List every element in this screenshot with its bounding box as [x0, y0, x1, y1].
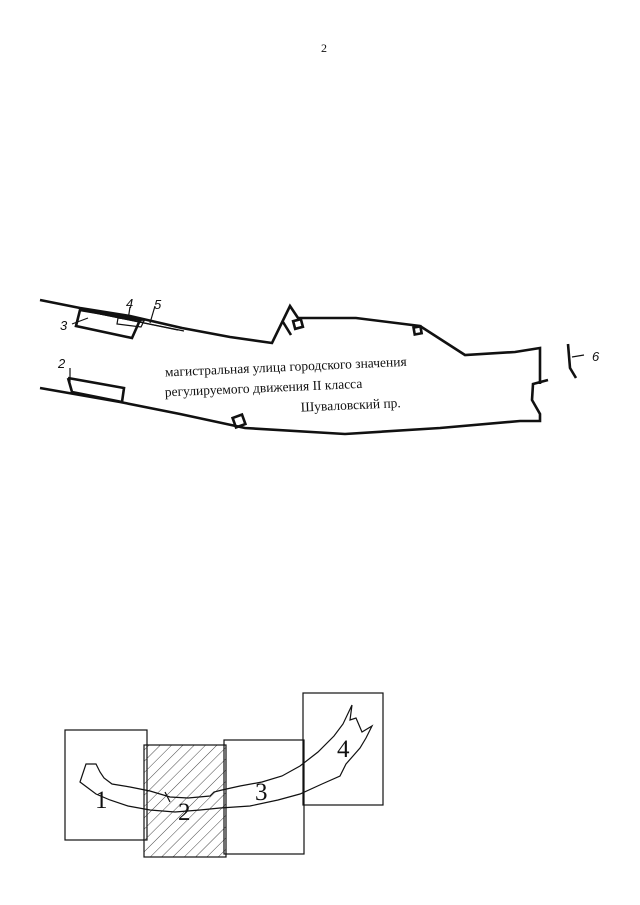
- sheet-3-frame: [223, 739, 305, 855]
- callout-4-leader: [127, 306, 131, 321]
- street-category-line-1: магистральная улица городского значения: [165, 354, 407, 380]
- kiosk-top-2: [412, 324, 424, 336]
- index-street-tick: [164, 791, 171, 803]
- callout-6: 6: [592, 349, 600, 364]
- sheet-2-label: 2: [178, 799, 191, 826]
- callout-2: 2: [57, 356, 66, 371]
- sheet-4-label: 4: [337, 736, 350, 763]
- kiosk-top-1-tick: [281, 321, 293, 336]
- object-2-outline: [66, 376, 126, 404]
- street-category-line-2: регулируемого движения II класса: [165, 376, 363, 400]
- kiosk-top-1: [291, 317, 305, 331]
- sheet-4-frame: [302, 692, 384, 806]
- street-plan: 2 3 4 5 6 магистральная улица городского…: [39, 296, 600, 436]
- callout-6-leader: [571, 354, 585, 358]
- sheet-1-frame: [64, 729, 148, 841]
- object-3-outline: [74, 308, 142, 340]
- object-6-outline: [566, 343, 578, 379]
- index-street-outline: [79, 704, 374, 813]
- street-bottom-boundary: [39, 378, 549, 436]
- street-top-boundary: [39, 298, 542, 384]
- kiosk-bottom: [230, 412, 248, 430]
- sheet-1-label: 1: [95, 787, 108, 814]
- callout-5: 5: [154, 297, 162, 312]
- callout-3: 3: [60, 318, 68, 333]
- sheet-2-frame: [143, 744, 227, 858]
- object-4-outline: [116, 317, 145, 328]
- street-name: Шуваловский пр.: [300, 395, 401, 414]
- object-5-edge-2: [79, 309, 185, 332]
- callout-5-leader: [149, 305, 156, 324]
- page-number: 2: [321, 41, 327, 55]
- sheet-3-label: 3: [255, 779, 268, 806]
- callout-4: 4: [126, 296, 133, 311]
- callout-3-leader: [71, 317, 89, 325]
- sheet-index-map: 1 2 3 4: [64, 692, 384, 858]
